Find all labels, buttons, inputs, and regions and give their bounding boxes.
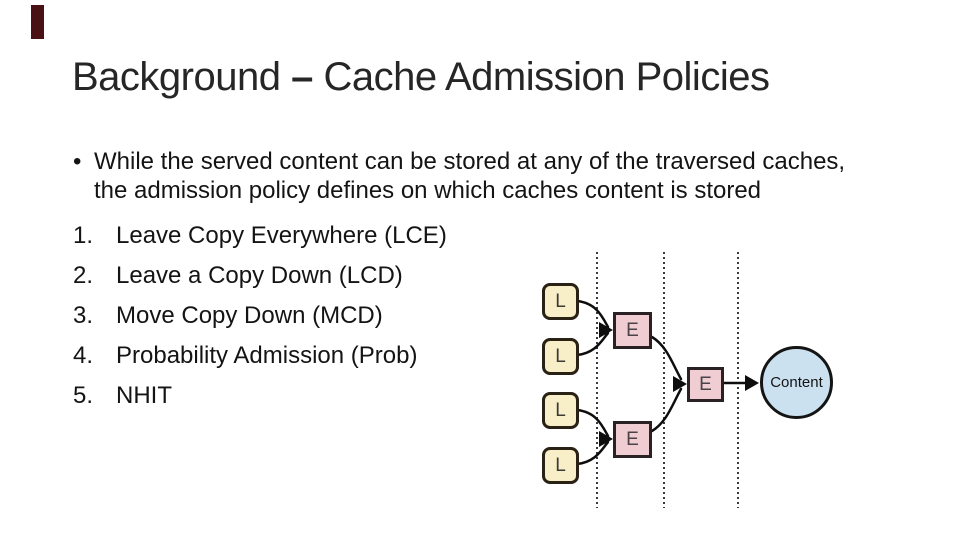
policy-label: Leave Copy Everywhere (LCE) <box>116 222 447 249</box>
cache-node-l3: L <box>542 392 579 429</box>
tier-divider-3 <box>737 252 739 508</box>
cache-node-label: E <box>626 428 639 450</box>
policy-item-lce: 1. Leave Copy Everywhere (LCE) <box>73 222 933 249</box>
cache-node-label: L <box>555 454 566 476</box>
body-text-block: • While the served content can be stored… <box>73 147 933 422</box>
bullet-text: While the served content can be stored a… <box>94 147 845 205</box>
cache-node-label: E <box>699 373 712 395</box>
policy-item-mcd: 3. Move Copy Down (MCD) <box>73 302 933 329</box>
policy-number: 1. <box>73 222 94 249</box>
cache-node-e2: E <box>613 421 652 458</box>
policy-item-prob: 4. Probability Admission (Prob) <box>73 342 933 369</box>
policy-label: Leave a Copy Down (LCD) <box>116 262 403 289</box>
title-part1: Background <box>72 55 292 99</box>
cache-node-l2: L <box>542 338 579 375</box>
policy-label: Probability Admission (Prob) <box>116 342 418 369</box>
cache-node-l4: L <box>542 447 579 484</box>
policy-list: 1. Leave Copy Everywhere (LCE) 2. Leave … <box>73 222 933 409</box>
content-node: Content <box>760 346 833 419</box>
slide-title: Background – Cache Admission Policies <box>72 56 932 98</box>
bullet-marker: • <box>73 148 82 175</box>
bullet-paragraph: • While the served content can be stored… <box>73 147 933 205</box>
content-node-label: Content <box>770 374 823 391</box>
cache-node-l1: L <box>542 283 579 320</box>
policy-label: Move Copy Down (MCD) <box>116 302 383 329</box>
title-dash: – <box>291 55 313 99</box>
bullet-line-2: the admission policy defines on which ca… <box>94 177 762 204</box>
policy-number: 4. <box>73 342 94 369</box>
policy-label: NHIT <box>116 382 172 409</box>
tier-divider-2 <box>663 252 665 508</box>
policy-item-lcd: 2. Leave a Copy Down (LCD) <box>73 262 933 289</box>
cache-node-e1: E <box>613 312 652 349</box>
cache-node-label: L <box>555 345 566 367</box>
title-part2: Cache Admission Policies <box>312 55 770 99</box>
policy-item-nhit: 5. NHIT <box>73 382 933 409</box>
policy-number: 3. <box>73 302 94 329</box>
bullet-line-1: While the served content can be stored a… <box>94 148 846 175</box>
cache-node-e3: E <box>687 367 724 402</box>
cache-node-label: L <box>555 399 566 421</box>
tier-divider-1 <box>596 252 598 508</box>
policy-number: 5. <box>73 382 94 409</box>
cache-node-label: L <box>555 290 566 312</box>
accent-bar <box>31 5 44 39</box>
cache-node-label: E <box>626 319 639 341</box>
policy-number: 2. <box>73 262 94 289</box>
